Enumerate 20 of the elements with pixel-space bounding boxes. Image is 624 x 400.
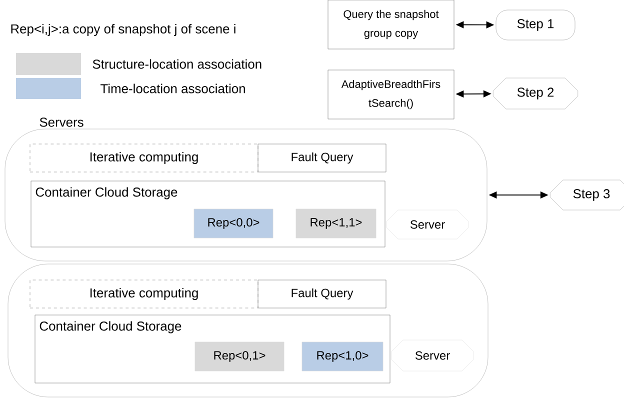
server-tag: Server (392, 340, 474, 372)
server-group-box (8, 264, 488, 398)
replica-box: Rep<0,1> (194, 342, 284, 372)
node-label: Servers (40, 118, 84, 127)
module-box: Iterative computing (30, 280, 258, 308)
replica-box: Rep<1,1> (296, 208, 376, 238)
module-box: Fault Query (258, 280, 386, 308)
step-box: Step 1 (496, 10, 576, 40)
process-box: AdaptiveBreadthFirs tSearch() (328, 70, 454, 120)
process-box: Query the snapshot group copy (328, 0, 454, 50)
legend-note: Rep<i,j>:a copy of snapshot j of scene i (11, 24, 236, 36)
step-box: Step 3 (550, 180, 624, 210)
legend-label: Structure-location association (92, 59, 262, 69)
legend-label: Time-location association (100, 84, 245, 94)
replica-box: Rep<1,0> (302, 342, 384, 372)
replica-box: Rep<0,0> (194, 208, 274, 238)
module-box: Fault Query (258, 144, 386, 172)
step-box: Step 2 (492, 78, 578, 110)
module-box: Iterative computing (30, 144, 258, 172)
server-tag: Server (386, 210, 468, 240)
